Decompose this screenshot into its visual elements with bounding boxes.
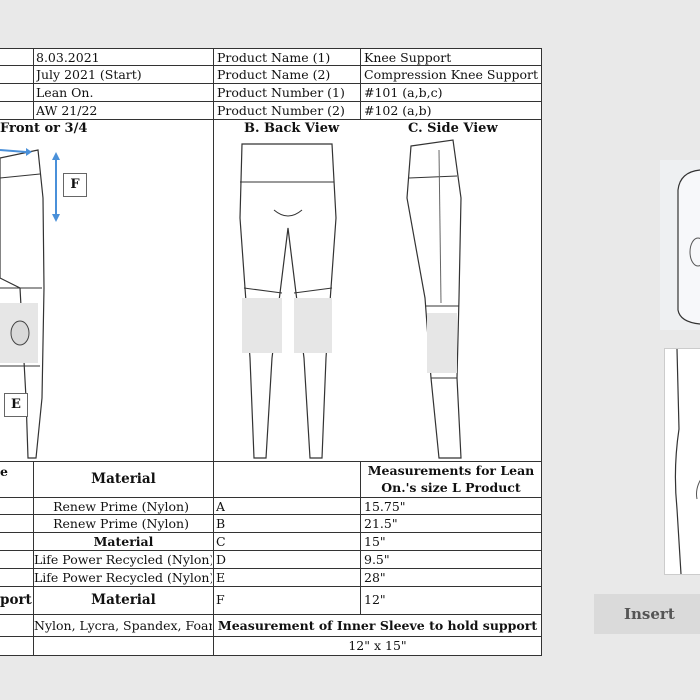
rule: [0, 497, 542, 498]
front-view-drawing: [0, 148, 60, 459]
tech-pack-sheet: 8.03.2021 Product Name (1) Knee Support …: [0, 48, 542, 656]
header-value2: #102 (a,b): [364, 103, 432, 118]
inner-sleeve-title: Measurement of Inner Sleeve to hold supp…: [217, 618, 538, 633]
code-cell: B: [216, 516, 226, 531]
side-view-drawing: [406, 139, 462, 459]
rule: [0, 568, 542, 569]
header-value2: Compression Knee Support: [364, 67, 538, 82]
support-material: Nylon, Lycra, Spandex, Foam: [34, 618, 212, 633]
rule: [0, 119, 542, 120]
materials-header: Material: [91, 471, 156, 487]
header-label: Product Name (2): [217, 67, 331, 82]
measure-cell: 12": [364, 592, 386, 607]
rule: [0, 65, 542, 66]
measure-title-line1: Measurements for Lean: [367, 463, 535, 478]
material-cell: Renew Prime (Nylon): [53, 516, 189, 531]
header-value2: Knee Support: [364, 50, 452, 65]
front-view-title: Front or 3/4: [0, 121, 88, 136]
rule: [0, 532, 542, 533]
rule: [0, 614, 542, 615]
back-view-drawing: [239, 143, 337, 459]
materials-left-header: e: [0, 464, 8, 479]
product-image-sleeve: [660, 160, 700, 330]
rule: [0, 461, 542, 462]
measure-cell: 9.5": [364, 552, 390, 567]
rule: [0, 48, 542, 49]
measure-cell: 21.5": [364, 516, 398, 531]
measure-cell: 15.75": [364, 499, 406, 514]
insert-button[interactable]: Insert: [594, 594, 700, 634]
rule: [360, 48, 361, 120]
material-cell: Life Power Recycled (Nylon): [34, 570, 212, 585]
inner-sleeve-value: 12" x 15": [348, 638, 407, 653]
rule: [360, 461, 361, 614]
header-label: Product Number (1): [217, 85, 345, 100]
rule: [33, 461, 34, 656]
header-label: Product Number (2): [217, 103, 345, 118]
header-value: 8.03.2021: [36, 50, 100, 65]
header-label: Product Name (1): [217, 50, 331, 65]
measure-title-line2: On.'s size L Product: [381, 480, 521, 495]
header-value2: #101 (a,b,c): [364, 85, 443, 100]
measure-cell: 15": [364, 534, 386, 549]
rule: [0, 636, 542, 637]
code-cell: F: [216, 592, 225, 607]
code-cell: E: [216, 570, 226, 585]
header-value: Lean On.: [36, 85, 94, 100]
rule: [0, 101, 542, 102]
marker-f: F: [63, 173, 87, 197]
code-cell: A: [216, 499, 226, 514]
marker-e: E: [4, 393, 28, 417]
material-subheader: Material: [93, 534, 154, 549]
rule: [0, 586, 542, 587]
material-cell: Renew Prime (Nylon): [53, 499, 189, 514]
measure-cell: 28": [364, 570, 386, 585]
code-cell: D: [216, 552, 227, 567]
back-view-title: B. Back View: [244, 121, 340, 136]
material-cell: Life Power Recycled (Nylon): [34, 552, 212, 567]
header-value: AW 21/22: [36, 103, 98, 118]
support-left-fragment: port: [0, 592, 32, 608]
rule: [0, 550, 542, 551]
side-view-title: C. Side View: [408, 121, 498, 136]
header-value: July 2021 (Start): [36, 67, 142, 82]
rule: [0, 514, 542, 515]
rule: [541, 48, 542, 656]
code-cell: C: [216, 534, 226, 549]
rule: [0, 83, 542, 84]
product-image-leg: [664, 348, 700, 575]
material-subheader: Material: [91, 592, 156, 608]
rule: [33, 48, 34, 120]
rule: [213, 48, 214, 656]
rule: [0, 655, 542, 656]
